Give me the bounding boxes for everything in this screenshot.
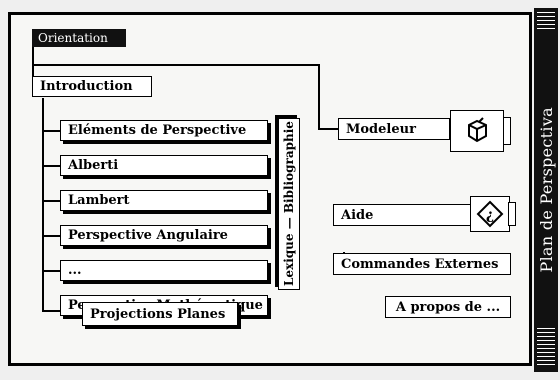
svg-text:¿: ¿ — [486, 207, 494, 223]
menu-item-angulaire[interactable]: Perspective Angulaire — [60, 225, 268, 246]
connector-line — [318, 128, 338, 130]
connector-line — [318, 64, 320, 130]
apropos-button[interactable]: A propos de ... — [385, 296, 511, 318]
modeleur-tab — [503, 117, 511, 145]
menu-item-lambert[interactable]: Lambert — [60, 190, 268, 211]
commandes-externes-button[interactable]: Commandes Externes — [333, 253, 511, 275]
connector-line — [42, 270, 60, 272]
connector-line — [42, 130, 60, 132]
connector-line — [32, 64, 320, 66]
lexique-bibliographie-button[interactable]: Lexique — Bibliographie — [278, 118, 300, 290]
orientation-title: Orientation — [32, 29, 126, 47]
sidebar: Plan de Perspectiva — [534, 8, 558, 372]
connector-line — [42, 98, 44, 312]
introduction-button[interactable]: Introduction — [32, 76, 152, 97]
aide-icon-button[interactable]: ¿ — [470, 196, 510, 232]
modeleur-button[interactable]: Modeleur — [338, 118, 450, 140]
aide-tab — [508, 202, 516, 226]
menu-item-alberti[interactable]: Alberti — [60, 155, 268, 176]
sidebar-title: Plan de Perspectiva — [536, 107, 556, 273]
sidebar-top-stripes — [537, 12, 555, 32]
cube-icon — [468, 117, 487, 143]
sidebar-bottom-stripes — [537, 328, 555, 368]
menu-item-ellipsis[interactable]: ... — [60, 260, 268, 281]
modeleur-icon-button[interactable] — [450, 110, 504, 152]
connector-line — [42, 200, 60, 202]
aide-button[interactable]: Aide — [333, 204, 473, 226]
connector-line — [42, 235, 60, 237]
help-icon: ¿ — [476, 200, 504, 228]
connector-line — [42, 165, 60, 167]
projections-planes-button[interactable]: Projections Planes — [82, 302, 238, 326]
menu-item-elements[interactable]: Eléments de Perspective — [60, 120, 268, 141]
connector-line — [32, 46, 34, 78]
